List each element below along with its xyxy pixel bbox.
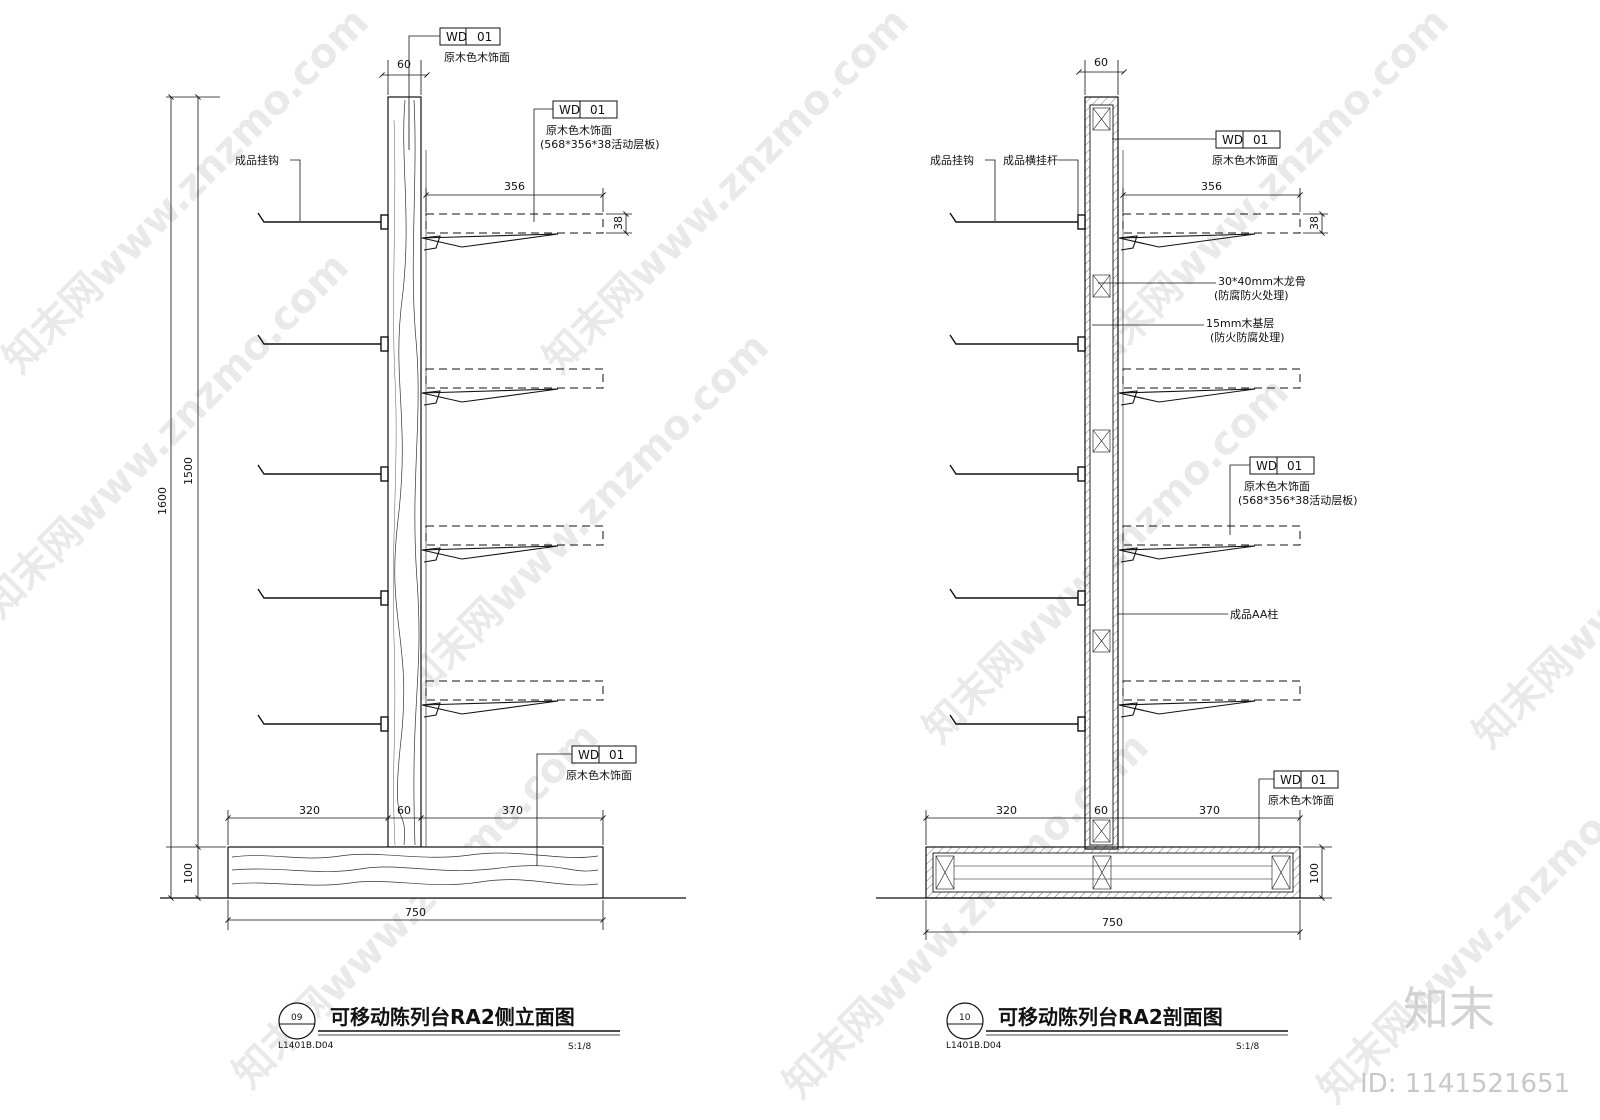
drawing-ref: L1401B.D04 — [946, 1041, 1002, 1051]
dimension-base-height: 100 — [1308, 863, 1321, 884]
drawing-scale: S:1/8 — [568, 1042, 592, 1052]
column-label: 成品AA柱 — [1230, 607, 1278, 621]
dimension-shelf-depth: 356 — [504, 180, 525, 193]
material-label: 原木色木饰面 — [1244, 479, 1310, 493]
watermark-text: 知末网www.znzmo.com — [0, 0, 378, 382]
dimension-shelf-thickness: 38 — [612, 216, 625, 230]
dimension-right-span: 370 — [1199, 804, 1220, 817]
section-column — [1084, 96, 1124, 850]
watermark-text: 知末网www.znzmo.com — [535, 0, 918, 382]
keel-sublabel: (防腐防火处理) — [1214, 288, 1289, 302]
hook-label: 成品挂钩 — [930, 153, 974, 167]
dimension-shelf-thickness: 38 — [1308, 216, 1321, 230]
material-sublabel: (568*356*38活动层板) — [540, 137, 660, 151]
dimension-total-width: 750 — [1102, 916, 1123, 929]
side-elevation-drawing: 1600 1500 100 60 成品挂钩 — [156, 27, 686, 1052]
drawing-scale: S:1/8 — [1236, 1042, 1260, 1052]
svg-text:WD: WD — [559, 103, 580, 117]
material-sublabel: (568*356*38活动层板) — [1238, 493, 1358, 507]
watermark-brand: 知末 — [1403, 982, 1495, 1036]
section-drawing: 60 成品挂钩 成品横挂杆 — [876, 56, 1358, 1052]
wood-base — [227, 846, 604, 899]
watermark-id: ID: 1141521651 — [1360, 1069, 1570, 1099]
hook-label: 成品挂钩 — [235, 153, 279, 167]
material-tag: WD 01 原木色木饰面 (568*356*38活动层板) — [533, 100, 660, 222]
drawing-title: 可移动陈列台RA2侧立面图 — [330, 1005, 575, 1029]
material-tag: WD 01 原木色木饰面 — [408, 27, 510, 150]
dimension-mid-span: 60 — [397, 804, 411, 817]
watermark-text: 知末网www.znzmo.com — [395, 324, 778, 707]
dimension-upright-height: 1500 — [182, 457, 195, 485]
svg-text:01: 01 — [1253, 133, 1268, 147]
material-label: 原木色木饰面 — [546, 123, 612, 137]
vertical-dimensions — [166, 94, 226, 901]
dimension-post-width: 60 — [397, 58, 411, 71]
drawing-title-block: 09 L1401B.D04 可移动陈列台RA2侧立面图 S:1/8 — [278, 1002, 620, 1052]
hook — [257, 212, 389, 732]
svg-text:WD: WD — [1256, 459, 1277, 473]
dimension-post-width: 60 — [1094, 56, 1108, 69]
shelf — [421, 213, 604, 718]
drawing-title-block: 10 L1401B.D04 可移动陈列台RA2剖面图 S:1/8 — [946, 1002, 1288, 1052]
material-tag: WD 01 原木色木饰面 — [1258, 770, 1339, 850]
dimension-base-height: 100 — [182, 863, 195, 884]
dimension-total-height: 1600 — [156, 487, 169, 515]
wood-post — [387, 96, 427, 848]
material-tag: WD 01 原木色木饰面 — [1112, 130, 1281, 167]
material-label: 原木色木饰面 — [566, 768, 632, 782]
rail-label: 成品横挂杆 — [1003, 153, 1058, 167]
drawing-title: 可移动陈列台RA2剖面图 — [998, 1005, 1223, 1029]
board-sublabel: (防火防腐处理) — [1210, 330, 1285, 344]
section-base — [925, 846, 1301, 899]
material-tag: WD 01 原木色木饰面 — [536, 745, 637, 866]
dimension-total-width: 750 — [405, 906, 426, 919]
dimension-shelf-depth: 356 — [1201, 180, 1222, 193]
board-label: 15mm木基层 — [1206, 317, 1274, 330]
svg-text:WD: WD — [446, 30, 467, 44]
watermark-text: 知末网www.znzmo.com — [1310, 729, 1600, 1112]
material-tag: WD 01 原木色木饰面 (568*356*38活动层板) — [1229, 456, 1358, 535]
hook — [949, 212, 1086, 732]
material-label: 原木色木饰面 — [1268, 793, 1334, 807]
drawing-ref: L1401B.D04 — [278, 1041, 334, 1051]
dimension-mid-span: 60 — [1094, 804, 1108, 817]
svg-text:01: 01 — [609, 748, 624, 762]
keel-label: 30*40mm木龙骨 — [1218, 275, 1306, 288]
dimension-left-span: 320 — [299, 804, 320, 817]
dimension-left-span: 320 — [996, 804, 1017, 817]
svg-text:01: 01 — [1287, 459, 1302, 473]
svg-text:01: 01 — [590, 103, 605, 117]
watermark-text: 知末网www.znzmo.com — [1465, 374, 1600, 757]
svg-text:WD: WD — [1280, 773, 1301, 787]
drawing-number: 10 — [959, 1013, 971, 1023]
svg-text:01: 01 — [477, 30, 492, 44]
material-label: 原木色木饰面 — [444, 50, 510, 64]
drawing-number: 09 — [291, 1013, 303, 1023]
dimension-right-span: 370 — [502, 804, 523, 817]
svg-text:WD: WD — [578, 748, 599, 762]
material-label: 原木色木饰面 — [1212, 153, 1278, 167]
shelf — [1118, 213, 1301, 718]
svg-text:01: 01 — [1311, 773, 1326, 787]
svg-text:WD: WD — [1222, 133, 1243, 147]
